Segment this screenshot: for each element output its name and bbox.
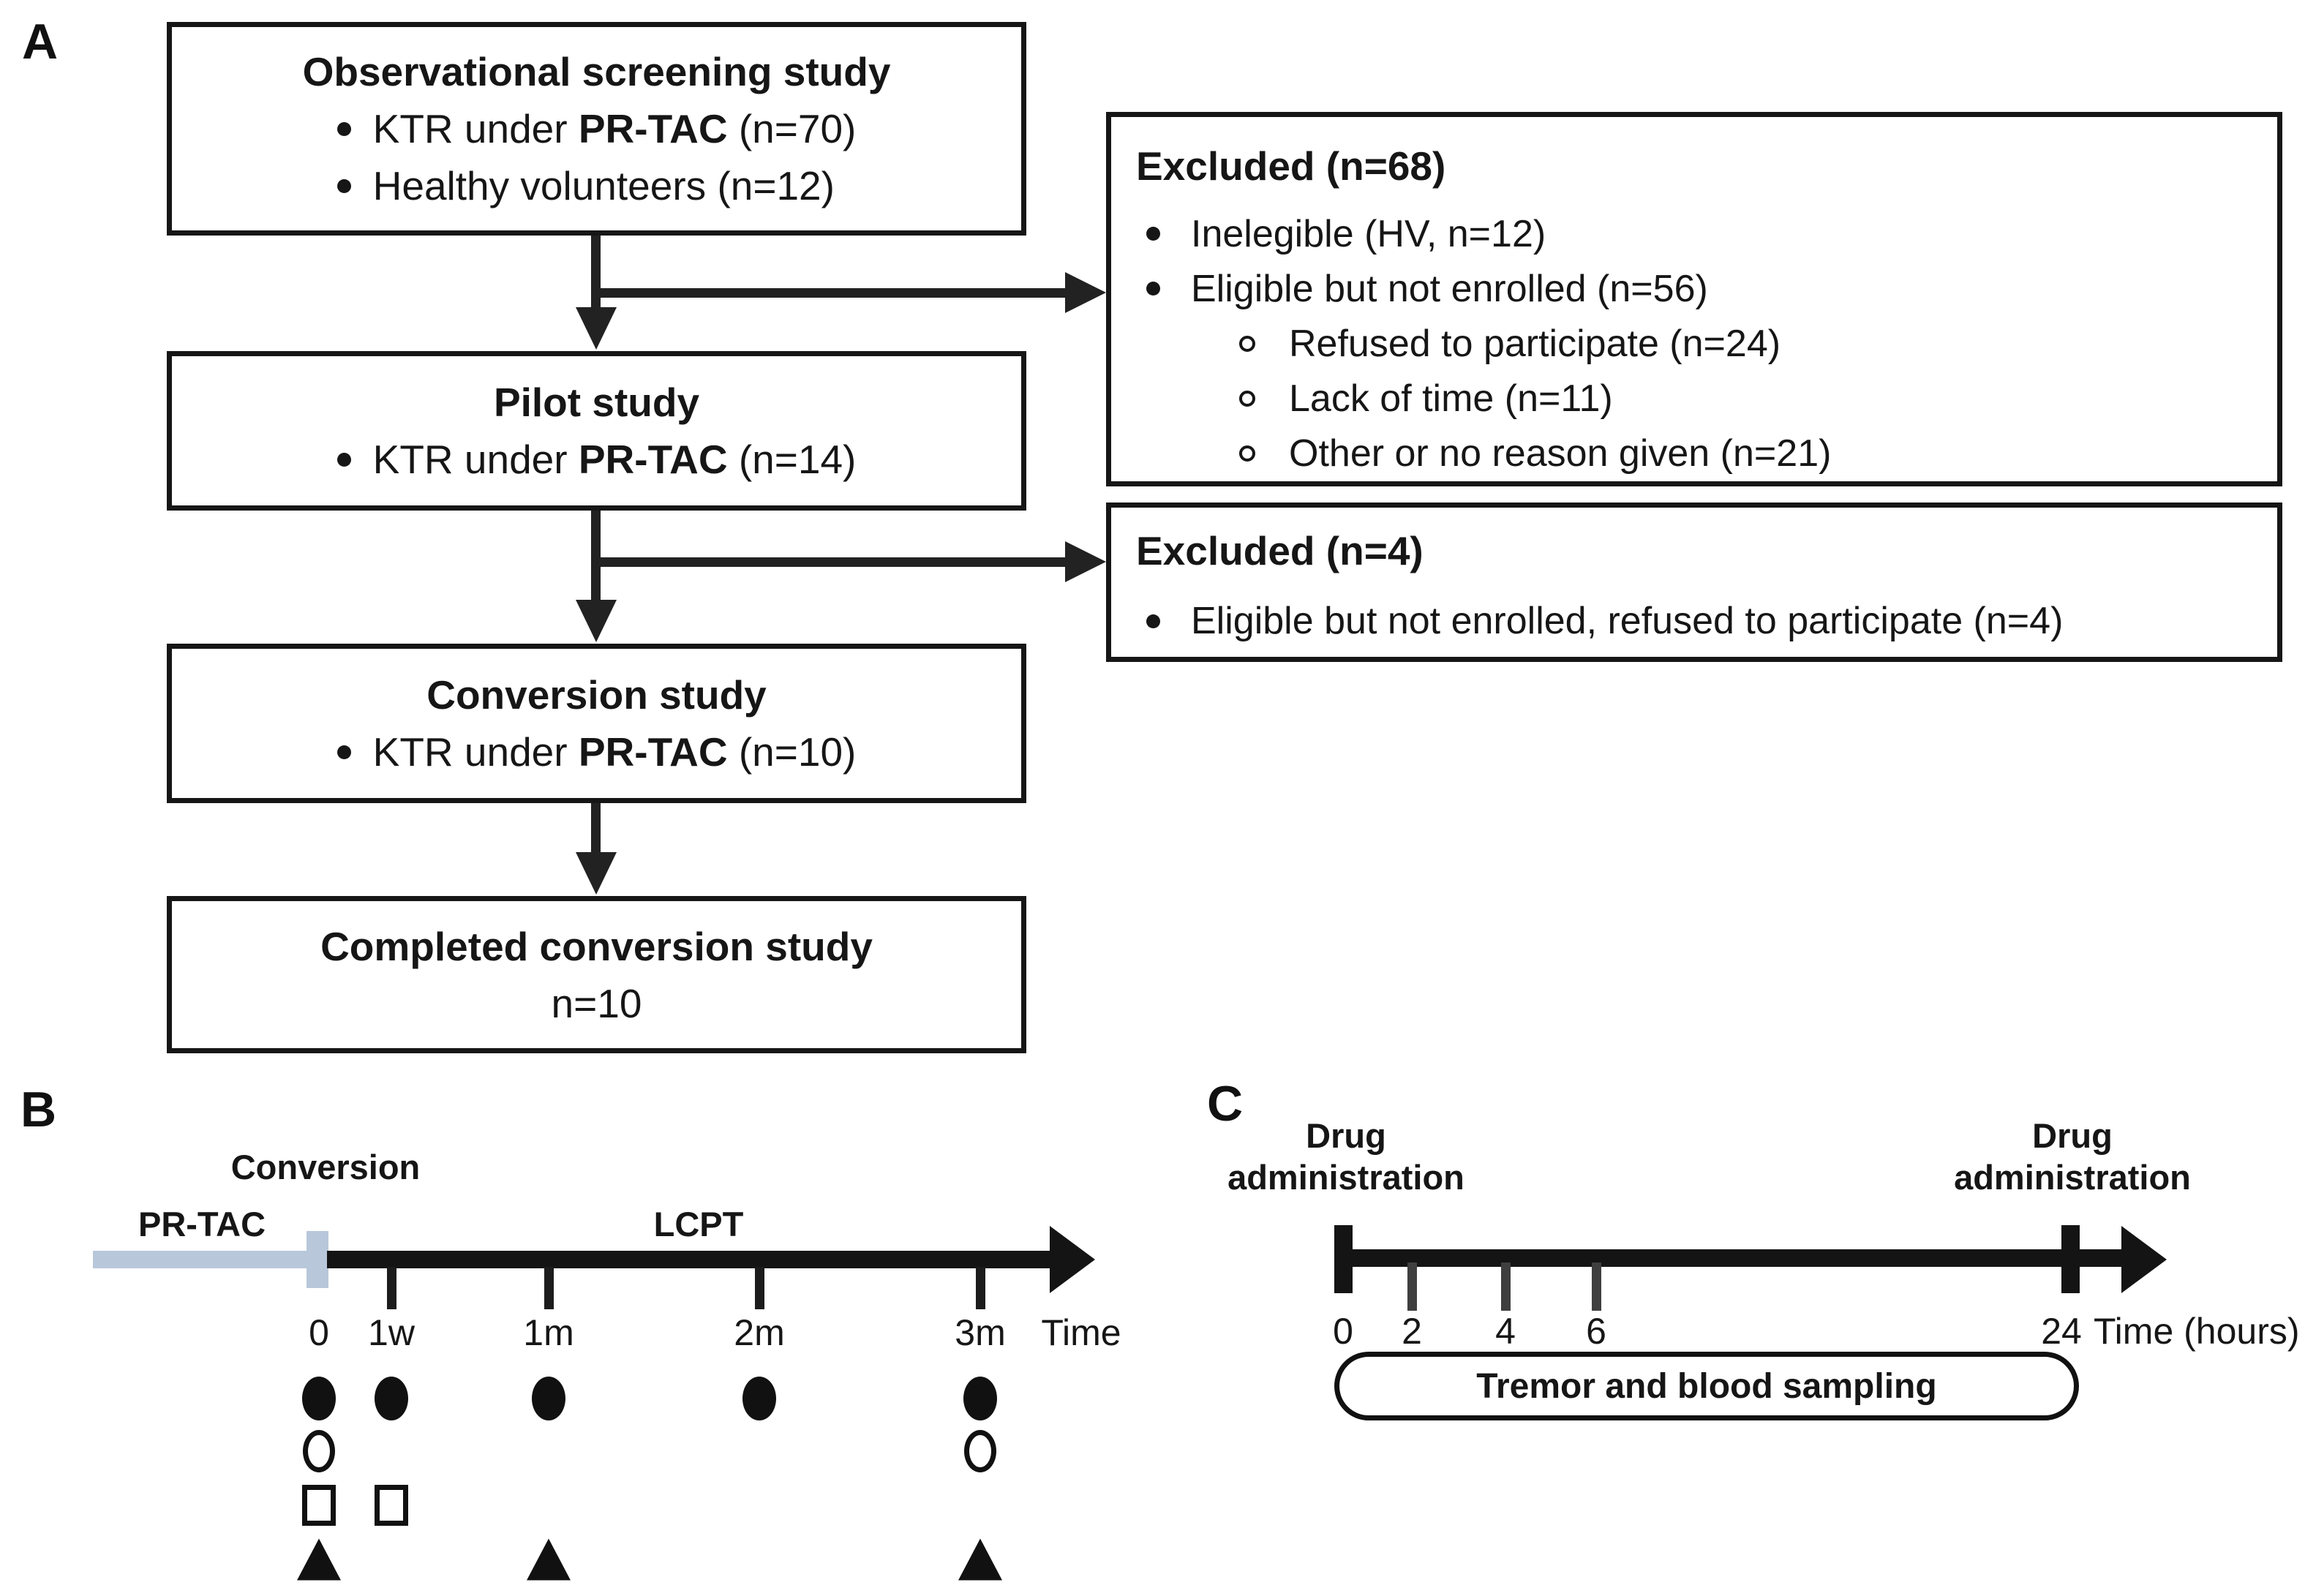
tick-label: 2 [1402,1311,1422,1352]
list-item: Other or no reason given (n=21) [1111,426,2277,481]
conversion-label: Conversion [230,1148,421,1186]
list-item: Eligible but not enrolled (n=56) [1111,261,2277,316]
connector-line [591,557,1067,567]
box-title: Completed conversion study [320,923,873,969]
timeline-tick [755,1267,764,1309]
bullet-icon [336,178,351,193]
open-square-marker [375,1485,408,1526]
tick-label: 0 [309,1312,329,1353]
open-circle-marker [303,1430,335,1472]
bullet-icon [1146,227,1160,241]
excluded-box-2: Excluded (n=4) Eligible but not enrolled… [1106,502,2282,662]
connector-line [591,288,1067,298]
timeline-tick [387,1267,396,1309]
excluded-box-1: Excluded (n=68) Inelegible (HV, n=12) El… [1106,112,2282,486]
list-item: KTR under PR-TAC (n=70) [336,100,856,157]
tick-label: 1w [368,1312,415,1353]
timeline-tick [976,1267,985,1309]
open-circle-marker [964,1430,996,1472]
box-title: Conversion study [426,672,767,718]
timeline-tick [1407,1262,1417,1311]
pr-tac-timeline-segment [93,1251,327,1268]
connector-line [591,236,601,310]
bullet-icon [1146,614,1160,628]
timeline-tick [1501,1262,1511,1311]
flow-box-conversion-study: Conversion study KTR under PR-TAC (n=10) [167,644,1026,803]
flow-box-pilot-study: Pilot study KTR under PR-TAC (n=14) [167,351,1026,511]
tick-label: 3m [955,1312,1006,1353]
list-item: KTR under PR-TAC (n=14) [336,431,856,488]
tick-label: 24 [2041,1311,2082,1352]
open-bullet-icon [1239,391,1255,407]
list-item: Inelegible (HV, n=12) [1111,206,2277,261]
excluded-title: Excluded (n=4) [1136,528,1424,573]
list-item: KTR under PR-TAC (n=10) [336,723,856,780]
drug-administration-label-left: Drug administration [1227,1116,1464,1197]
filled-circle-marker [302,1377,336,1420]
tick-label: 4 [1495,1311,1516,1352]
connector-line [591,803,601,855]
tick-label: 0 [1333,1311,1353,1352]
filled-circle-marker [375,1377,408,1420]
flow-box-observational-screening: Observational screening study KTR under … [167,22,1026,236]
panel-a-label: A [22,14,59,69]
list-item: Healthy volunteers (n=12) [336,157,835,214]
bullet-icon [336,745,351,759]
list-item: Lack of time (n=11) [1111,372,2277,426]
bullet-icon [336,121,351,136]
panel-c-label: C [1207,1076,1244,1132]
tick-label: 2m [734,1312,785,1353]
list-item: Eligible but not enrolled, refused to pa… [1111,591,2277,651]
pr-tac-segment-label: PR-TAC [138,1205,266,1243]
open-square-marker [302,1485,336,1526]
arrow-down-icon [576,600,617,642]
timeline-arrowhead-icon [2121,1226,2167,1293]
filled-circle-marker [963,1377,997,1420]
filled-triangle-marker [527,1538,571,1581]
conversion-tick-marker [307,1231,328,1288]
arrow-down-icon [576,852,617,895]
arrow-down-icon [576,307,617,350]
filled-triangle-marker [297,1538,341,1581]
time-axis-label: Time [1041,1312,1121,1353]
filled-triangle-marker [958,1538,1002,1581]
timeline-arrowhead-icon [1050,1226,1095,1293]
panel-b-label: B [20,1082,57,1137]
box-title: Observational screening study [302,49,891,94]
connector-line [591,511,601,603]
open-bullet-icon [1239,336,1255,352]
box-subtitle: n=10 [551,980,642,1026]
open-bullet-icon [1239,445,1255,462]
arrow-right-icon [1065,272,1106,313]
drug-administration-marker-right [2061,1225,2080,1293]
lcpt-segment-label: LCPT [653,1205,744,1243]
sampling-period-box: Tremor and blood sampling [1334,1352,2079,1420]
tick-label: 1m [523,1312,574,1353]
lcpt-timeline-segment [327,1251,1051,1268]
filled-circle-marker [532,1377,565,1420]
time-axis-label: Time (hours) [2094,1311,2300,1352]
box-title: Pilot study [493,380,700,425]
drug-administration-label-right: Drug administration [1954,1116,2191,1197]
timeline-tick [544,1267,554,1309]
tick-label: 6 [1586,1311,1606,1352]
timeline-tick [1592,1262,1601,1311]
filled-circle-marker [742,1377,776,1420]
excluded-title: Excluded (n=68) [1136,143,1446,189]
bullet-icon [1146,282,1160,296]
arrow-right-icon [1065,541,1106,582]
list-item: Refused to participate (n=24) [1111,316,2277,371]
bullet-icon [336,452,351,467]
flow-box-completed-conversion-study: Completed conversion study n=10 [167,896,1026,1053]
drug-administration-marker-left [1334,1225,1353,1293]
timeline-bar [1343,1249,2123,1267]
